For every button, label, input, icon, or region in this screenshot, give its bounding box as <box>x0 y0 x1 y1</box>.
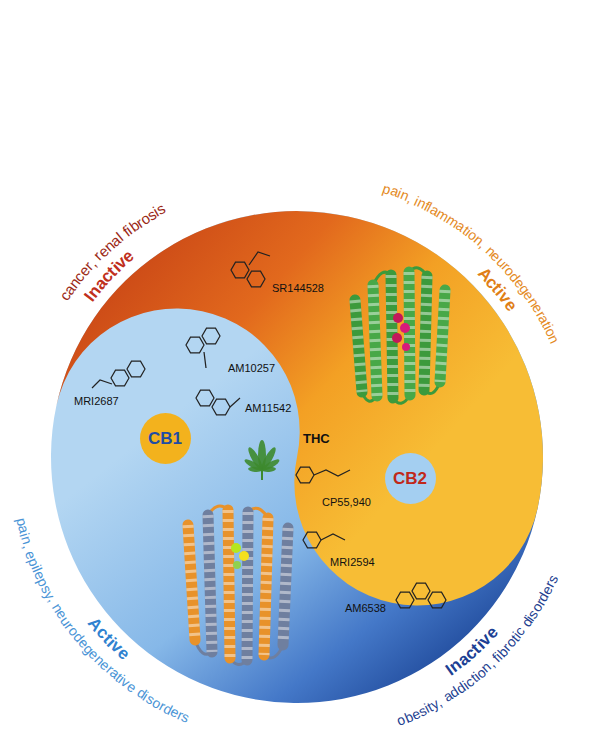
ring-label: Active <box>468 257 528 322</box>
receptor-circle: CB2 <box>384 452 437 505</box>
ligand-name: SR144528 <box>272 282 324 294</box>
circle-fill <box>140 413 191 464</box>
ring-label: pain, epilepsy, neurodegenerative disord… <box>8 508 200 731</box>
ring-label: cancer, renal fibrosis <box>49 194 175 311</box>
ligand-name: THC <box>303 432 330 446</box>
ring-label: Inactive <box>72 240 145 315</box>
ligand-name: AM10257 <box>228 362 275 374</box>
ligand-name: MRI2594 <box>330 556 375 568</box>
ring-label: pain, inflammation, neurodegeneration <box>373 175 568 354</box>
ring-label: obesity, addiction, fibrotic disorders <box>387 565 566 734</box>
ligand-name: AM6538 <box>345 602 386 614</box>
circle-fill <box>385 453 436 504</box>
ligand-name: CP55,940 <box>322 496 371 508</box>
ligand-name: MRI2687 <box>74 395 119 407</box>
receptor-circle: CB1 <box>139 412 192 465</box>
ring-label: Active <box>79 608 141 671</box>
ligand-name: AM11542 <box>245 402 291 414</box>
receptor-name: CB1 <box>148 430 182 447</box>
receptor-name: CB2 <box>393 470 427 487</box>
